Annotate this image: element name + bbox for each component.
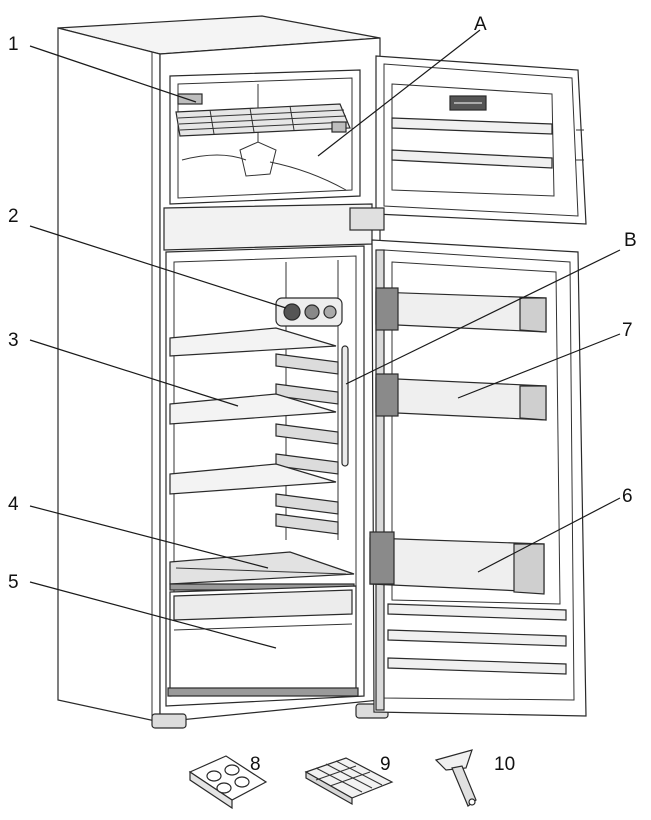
callout-labels: 1 A 2 B 3 7 4 6 5 8 9 10 bbox=[8, 14, 637, 775]
crisper-drawer bbox=[167, 585, 359, 697]
label-10: 10 bbox=[494, 754, 515, 775]
label-7: 7 bbox=[622, 320, 633, 341]
label-a: A bbox=[474, 14, 487, 35]
label-3: 3 bbox=[8, 330, 19, 351]
label-4: 4 bbox=[8, 494, 19, 515]
label-2: 2 bbox=[8, 206, 19, 227]
shelf-rails bbox=[275, 353, 339, 535]
callout-lines bbox=[29, 29, 621, 649]
label-b: B bbox=[624, 230, 637, 251]
egg-tray bbox=[188, 755, 268, 810]
thermostat-control bbox=[275, 297, 343, 327]
label-8: 8 bbox=[250, 754, 261, 775]
freezer-door bbox=[349, 55, 587, 231]
glass-shelves bbox=[169, 327, 337, 495]
freezer-compartment bbox=[169, 69, 361, 205]
ice-scraper bbox=[434, 749, 477, 807]
label-5: 5 bbox=[8, 572, 19, 593]
bottle-shelf bbox=[369, 531, 545, 595]
fridge-door bbox=[371, 239, 587, 717]
freezer-wire-shelf bbox=[175, 93, 351, 137]
ice-tray bbox=[304, 757, 394, 806]
label-9: 9 bbox=[380, 754, 391, 775]
door-shelves bbox=[375, 287, 547, 421]
label-6: 6 bbox=[622, 486, 633, 507]
label-1: 1 bbox=[8, 34, 19, 55]
